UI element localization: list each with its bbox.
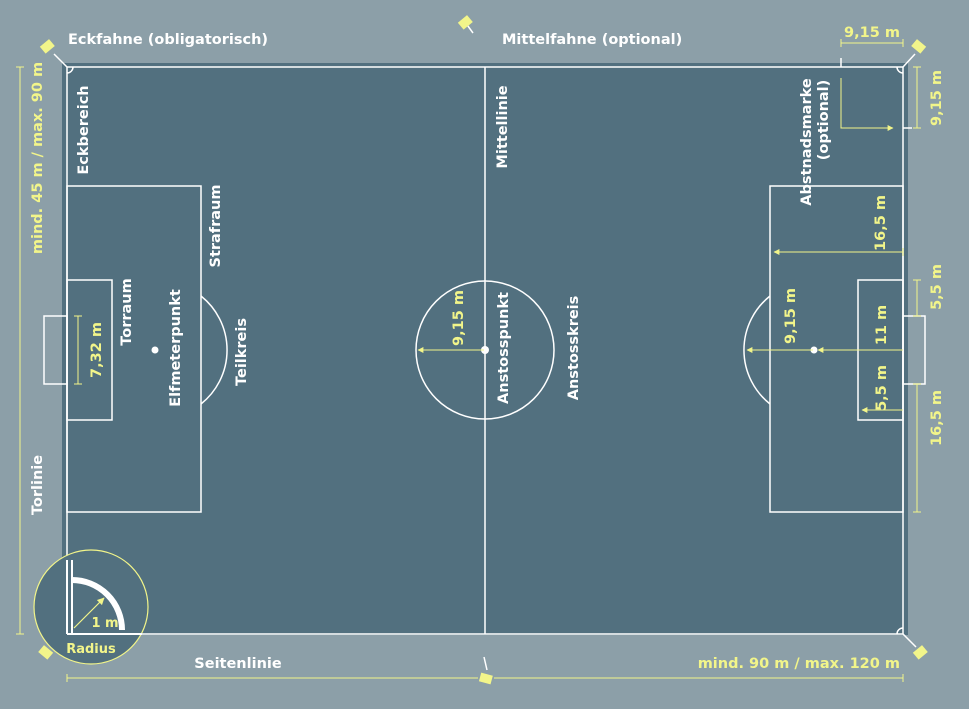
corner-flag-icon <box>39 39 68 68</box>
center-circle <box>415 280 555 420</box>
left-goal <box>43 315 68 385</box>
label-abstandsmarke-optional: (optional) <box>816 80 832 161</box>
right-penalty-spot <box>810 346 818 354</box>
corner-flag-icon <box>902 633 928 660</box>
dim-penalty-area-side: 16,5 m <box>929 390 945 446</box>
label-mittellinie: Mittellinie <box>495 85 511 168</box>
distance-mark-pointer <box>840 78 894 131</box>
dim-width-range: mind. 45 m / max. 90 m <box>30 62 46 254</box>
label-radius: Radius <box>66 642 116 657</box>
midfield-flag-icon <box>478 656 493 685</box>
label-anstosspunkt: Anstosspunkt <box>496 292 512 404</box>
measurement-lines <box>16 39 921 682</box>
corner-flag-icon <box>902 39 927 68</box>
midfield-flag-icon <box>457 15 474 34</box>
dim-goal-area-depth: 5,5 m <box>874 365 890 411</box>
label-eckbereich: Eckbereich <box>76 85 92 174</box>
right-penalty-arc <box>743 295 771 405</box>
label-anstosskreis: Anstosskreis <box>566 296 582 401</box>
dim-penalty-spot-distance: 11 m <box>874 305 890 345</box>
dim-penalty-area-depth: 16,5 m <box>873 195 889 251</box>
label-abstandsmarke: Abstnadsmarke <box>799 78 815 206</box>
label-seitenlinie: Seitenlinie <box>194 656 282 672</box>
corner-detail-inset <box>33 549 149 665</box>
label-torlinie: Torlinie <box>30 455 46 515</box>
label-torraum: Torraum <box>119 278 135 345</box>
yellow-labels: mind. 45 m / max. 90 m mind. 90 m / max.… <box>30 25 945 672</box>
left-penalty-spot <box>151 346 159 354</box>
dim-corner-radius: 1 m <box>91 616 118 631</box>
dim-center-radius: 9,15 m <box>451 290 467 346</box>
label-elfmeterpunkt: Elfmeterpunkt <box>168 289 184 407</box>
label-mittelfahne: Mittelfahne (optional) <box>502 32 682 48</box>
dim-length-range: mind. 90 m / max. 120 m <box>698 656 900 672</box>
corner-arc-br <box>896 627 904 635</box>
dim-corner-mark-v: 9,15 m <box>929 70 945 126</box>
left-penalty-arc <box>200 295 228 405</box>
center-spot <box>481 346 489 354</box>
dim-penalty-arc-radius: 9,15 m <box>783 288 799 344</box>
dim-goal-width: 7,32 m <box>89 322 105 378</box>
dim-corner-mark-h: 9,15 m <box>844 25 900 41</box>
corner-arc-tl <box>66 66 74 74</box>
label-strafraum: Strafraum <box>208 185 224 268</box>
label-eckfahne: Eckfahne (obligatorisch) <box>68 32 268 48</box>
label-teilkreis: Teilkreis <box>234 318 250 386</box>
corner-arc-tr <box>896 66 904 74</box>
dim-goal-area-side: 5,5 m <box>929 264 945 310</box>
white-labels: Eckfahne (obligatorisch) Mittelfahne (op… <box>30 32 832 672</box>
